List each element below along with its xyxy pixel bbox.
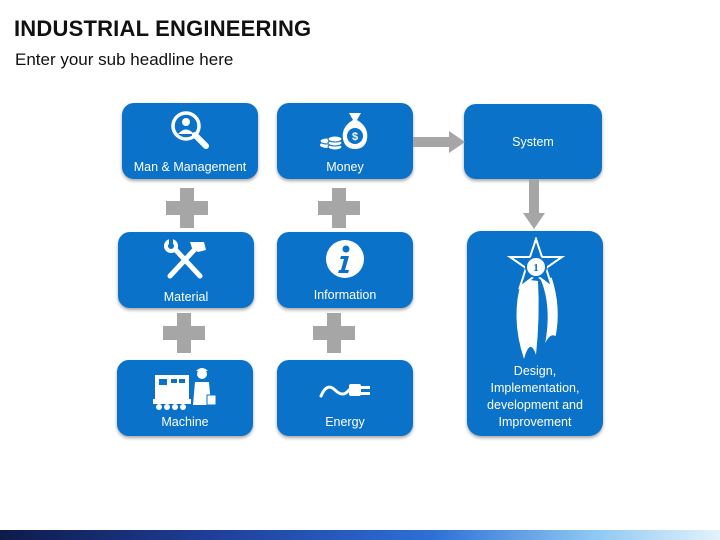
node-label: System xyxy=(512,135,554,149)
footer-gradient-bar xyxy=(0,530,720,540)
plus-connector xyxy=(318,188,360,228)
node-energy: Energy xyxy=(277,360,413,436)
node-machine: Machine xyxy=(117,360,253,436)
result-line: Improvement xyxy=(498,415,572,429)
info-icon xyxy=(324,238,366,285)
plus-connector xyxy=(163,313,205,353)
person-magnifier-icon xyxy=(168,109,212,154)
arrow-down-connector xyxy=(523,179,545,229)
result-line: development and xyxy=(487,398,583,412)
power-plug-icon xyxy=(317,376,373,409)
star-ribbon-icon: 1 xyxy=(500,235,570,366)
result-line: Implementation, xyxy=(490,381,580,395)
node-result: 1 Design, Implementation, development an… xyxy=(467,231,603,436)
arrow-right-connector xyxy=(413,131,465,153)
node-label: Information xyxy=(313,288,377,302)
plus-connector xyxy=(166,188,208,228)
node-system: System xyxy=(464,104,602,179)
node-information: Information xyxy=(277,232,413,308)
node-money: $ Money xyxy=(277,103,413,179)
node-label: Design, Implementation, development and … xyxy=(467,363,603,431)
node-label: Material xyxy=(163,290,209,304)
node-label: Money xyxy=(326,160,364,174)
plus-connector xyxy=(313,313,355,353)
machine-worker-icon xyxy=(153,365,217,416)
page-title: INDUSTRIAL ENGINEERING xyxy=(14,16,312,41)
node-material: Material xyxy=(118,232,254,308)
badge-number: 1 xyxy=(533,262,539,274)
result-line: Design, xyxy=(513,364,557,378)
money-bag-icon: $ xyxy=(317,107,373,158)
svg-text:$: $ xyxy=(352,131,358,143)
node-label: Energy xyxy=(325,415,365,429)
node-man-management: Man & Management xyxy=(122,103,258,179)
hammer-wrench-icon xyxy=(162,238,210,287)
node-label: Man & Management xyxy=(133,160,247,174)
node-label: Machine xyxy=(161,415,209,429)
page-subtitle: Enter your sub headline here xyxy=(15,50,234,69)
